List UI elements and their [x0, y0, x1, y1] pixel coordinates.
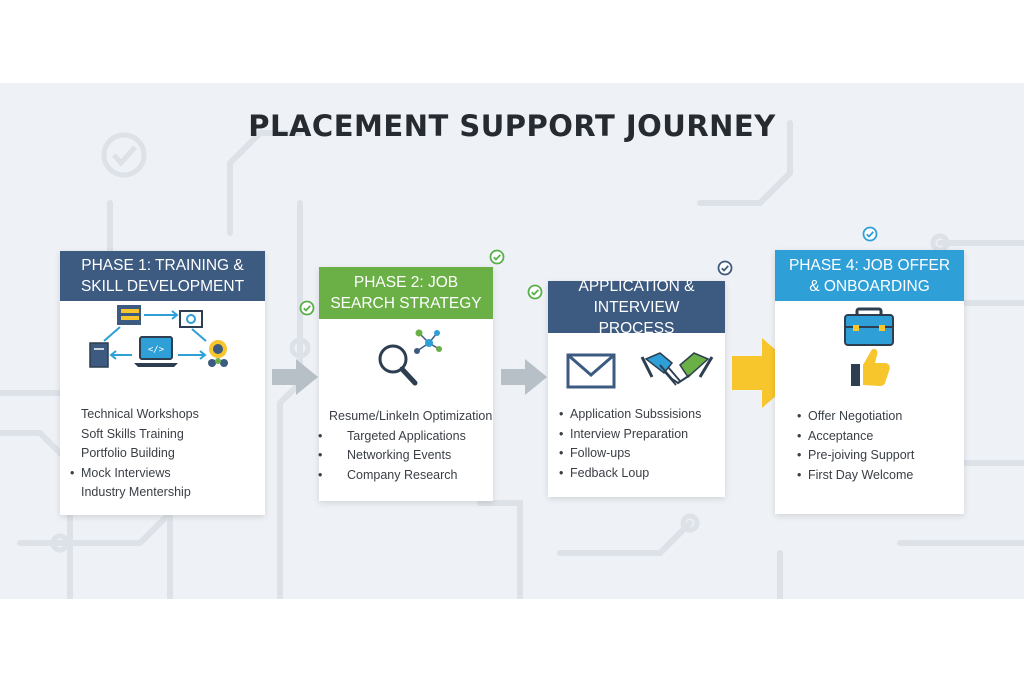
- svg-text:</>: </>: [148, 345, 165, 355]
- network-icon: [414, 329, 442, 354]
- phase-4-header-line: & ONBOARDING: [809, 277, 930, 295]
- book-icon: [117, 305, 141, 325]
- skills-cluster-icon: </>: [89, 305, 228, 368]
- flow-arrow: [501, 359, 547, 395]
- list-item: Company Research: [318, 466, 493, 486]
- list-item: Pre-joiving Support: [797, 446, 964, 466]
- envelope-icon: [566, 353, 616, 389]
- flow-arrow-highlight: [732, 338, 802, 408]
- list-item: Offer Negotiation: [797, 407, 964, 427]
- check-circle-icon: [717, 260, 733, 276]
- phase-3-header-line: APPLICATION &: [578, 277, 695, 295]
- handshake-icon: [640, 352, 714, 386]
- check-circle-icon: [527, 284, 543, 300]
- phase-1-header: PHASE 1: TRAINING & SKILL DEVELOPMENT: [60, 251, 265, 301]
- gear-icon: [179, 310, 203, 328]
- phase-3-header-line: INTERVIEW PROCESS: [593, 298, 680, 337]
- check-circle-icon: [862, 226, 878, 242]
- phase-3-header: APPLICATION & INTERVIEW PROCESS: [548, 278, 725, 337]
- list-item: Targeted Applications: [318, 427, 493, 447]
- check-circle-icon: [299, 300, 315, 316]
- list-item: First Day Welcome: [797, 466, 964, 486]
- phase-2-header-line: PHASE 2: JOB: [353, 274, 459, 291]
- list-item: Acceptance: [797, 427, 964, 447]
- list-item: Industry Mentership: [81, 485, 191, 499]
- phase-1-item-list: Technical Workshops Soft Skills Training…: [60, 401, 265, 503]
- notebook-icon: [89, 342, 109, 368]
- phase-2-card: PHASE 2: JOB SEARCH STRATEGY: [318, 267, 493, 501]
- phase-3-item-list: Application Subssisions Interview Prepar…: [548, 401, 725, 483]
- list-item: Mock Interviews: [70, 464, 265, 484]
- flow-arrow: [272, 359, 318, 395]
- list-item: Soft Skills Training: [81, 426, 184, 441]
- phase-2-header: PHASE 2: JOB SEARCH STRATEGY: [319, 267, 493, 319]
- thumbs-up-icon: [851, 348, 890, 386]
- phase-4-item-list: Offer Negotiation Acceptance Pre-joiving…: [775, 405, 964, 485]
- phase-1-card: PHASE 1: TRAINING & SKILL DEVELOPMENT </…: [60, 251, 265, 515]
- list-item: Resume/LinkeIn Optimization: [329, 409, 493, 423]
- briefcase-icon: [844, 307, 894, 346]
- diagram-canvas: PLACEMENT SUPPORT JOURNEY PHASE 1: TRAIN…: [0, 83, 1024, 599]
- list-item: Interview Preparation: [559, 425, 725, 445]
- list-item: Networking Events: [318, 446, 493, 466]
- list-item: Portfolio Building: [81, 446, 175, 460]
- phase-1-header-line: PHASE 1: TRAINING &: [81, 257, 244, 274]
- phase-2-item-list: Resume/LinkeIn Optimization Targeted App…: [318, 399, 493, 486]
- laptop-code-icon: </>: [134, 336, 178, 367]
- phase-4-header: PHASE 4: JOB OFFER & ONBOARDING: [775, 250, 964, 301]
- phase-4-card: PHASE 4: JOB OFFER & ONBOARDING: [775, 250, 964, 514]
- people-icon: [208, 340, 228, 367]
- list-item: Follow-ups: [559, 444, 725, 464]
- list-item: Technical Workshops: [81, 407, 199, 421]
- phase-2-header-line: SEARCH STRATEGY: [330, 295, 482, 312]
- diagram-title: PLACEMENT SUPPORT JOURNEY: [248, 109, 776, 143]
- magnifier-icon: [378, 344, 418, 386]
- phase-4-header-line: PHASE 4: JOB OFFER: [788, 256, 951, 274]
- list-item: Fedback Loup: [559, 464, 725, 484]
- check-circle-icon: [489, 249, 505, 265]
- phase-1-header-line: SKILL DEVELOPMENT: [80, 278, 245, 295]
- list-item: Application Subssisions: [559, 405, 725, 425]
- phase-3-card: APPLICATION & INTERVIEW PROCESS: [548, 278, 725, 497]
